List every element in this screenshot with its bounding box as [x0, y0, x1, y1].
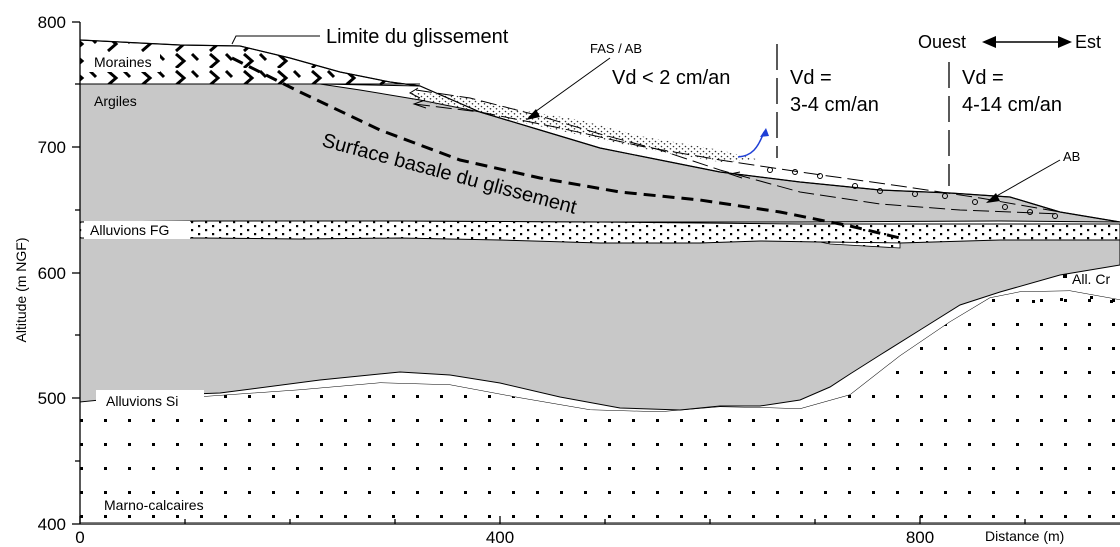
dashed-slip-line-1 — [413, 103, 1061, 213]
fg-ab-tail — [819, 241, 901, 249]
arrow-head-left — [982, 36, 996, 48]
x-axis-label: Distance (m) — [985, 528, 1064, 544]
label-all-cr: All. Cr — [1072, 271, 1110, 287]
dashed-slip-line-2 — [415, 89, 1061, 215]
y-tick-700: 700 — [38, 138, 66, 157]
y-tick-400: 400 — [38, 515, 66, 534]
fas-ab-pointer — [531, 57, 611, 115]
arrow-head-right — [1058, 36, 1072, 48]
label-moraines: Moraines — [94, 54, 152, 70]
x-tick-800: 800 — [906, 528, 934, 547]
label-est: Est — [1075, 32, 1101, 52]
label-marno-calcaires: Marno-calcaires — [104, 497, 204, 513]
label-ab: AB — [1063, 149, 1080, 164]
surface-basale-line — [231, 56, 901, 240]
y-tick-800: 800 — [38, 13, 66, 32]
label-vd-zone-3-line2: 4-14 cm/an — [962, 94, 1062, 116]
blue-flow-arrow — [737, 131, 765, 158]
y-axis-label: Altitude (m NGF) — [13, 237, 29, 342]
fas-patch — [410, 92, 760, 162]
ab-pointer — [992, 159, 1061, 199]
alluvions-si-fill — [80, 383, 850, 472]
ab-circles — [767, 167, 1058, 219]
label-vd-zone-2-line1: Vd = — [790, 67, 832, 89]
label-fas-ab: FAS / AB — [590, 41, 642, 56]
label-ouest: Ouest — [918, 32, 966, 52]
label-vd-zone-3-line1: Vd = — [962, 67, 1004, 89]
y-tick-500: 500 — [38, 389, 66, 408]
label-vd-zone-1: Vd < 2 cm/an — [612, 67, 730, 89]
label-limite-glissement: Limite du glissement — [326, 26, 509, 48]
y-tick-600: 600 — [38, 264, 66, 283]
label-alluvions-fg: Alluvions FG — [90, 222, 169, 238]
label-argiles: Argiles — [94, 93, 137, 109]
x-tick-0: 0 — [75, 528, 84, 547]
limite-leader-line — [231, 35, 320, 45]
x-tick-400: 400 — [486, 528, 514, 547]
label-vd-zone-2-line2: 3-4 cm/an — [790, 94, 879, 116]
label-alluvions-si: Alluvions Si — [106, 393, 178, 409]
